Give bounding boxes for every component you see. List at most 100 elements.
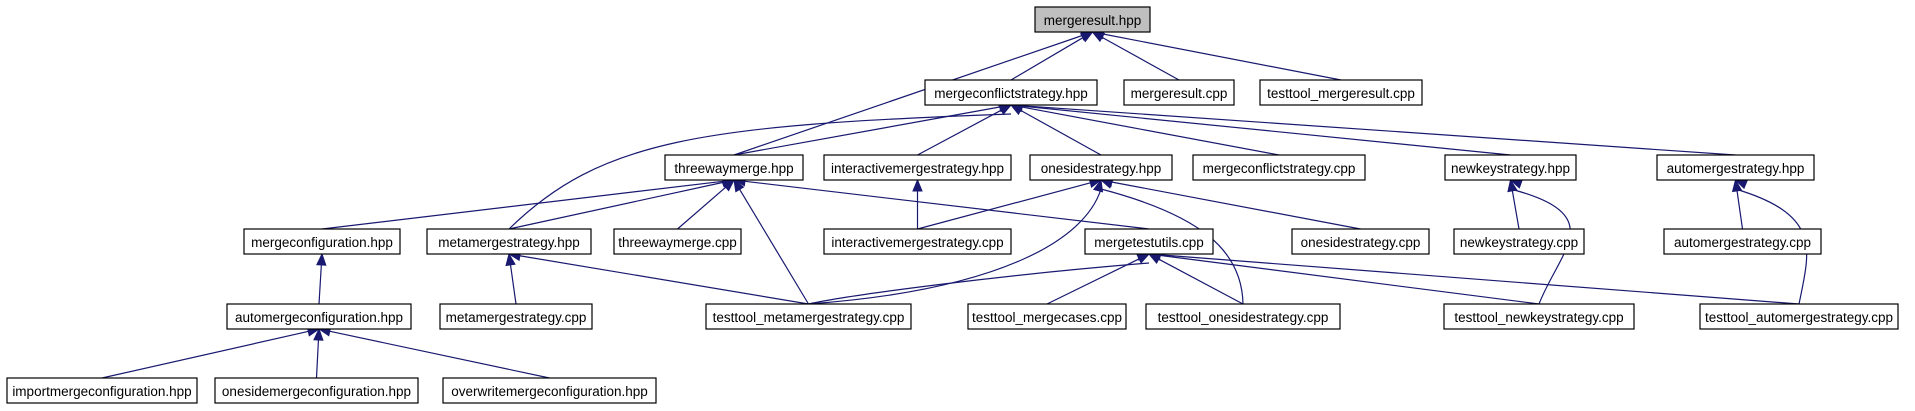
node-mergeconflictstrategy-cpp[interactable]: mergeconflictstrategy.cpp — [1192, 154, 1366, 181]
node-automergeconfiguration-hpp[interactable]: automergeconfiguration.hpp — [226, 303, 412, 330]
node-box[interactable] — [1453, 228, 1585, 255]
edge-n18-to-n10 — [318, 263, 322, 305]
edge-n5-to-n1 — [917, 109, 1003, 156]
arrowhead-n19-to-n11 — [505, 252, 516, 267]
node-testtool-metamergestrategy-cpp[interactable]: testtool_metamergestrategy.cpp — [705, 303, 912, 330]
node-automergestrategy-hpp[interactable]: automergestrategy.hpp — [1656, 154, 1815, 181]
node-label: metamergestrategy.hpp — [438, 235, 580, 250]
node-label: testtool_metamergestrategy.cpp — [713, 310, 905, 325]
node-box[interactable] — [1656, 154, 1815, 181]
node-box[interactable] — [243, 228, 401, 255]
node-box[interactable] — [613, 228, 742, 255]
node-threewaymerge-hpp[interactable]: threewaymerge.hpp — [664, 154, 804, 181]
node-box[interactable] — [6, 377, 198, 404]
node-onesidemergeconfiguration-hpp[interactable]: onesidemergeconfiguration.hpp — [214, 377, 419, 404]
edge-n4-to-n0 — [733, 34, 1084, 156]
node-label: mergeconflictstrategy.cpp — [1203, 161, 1356, 176]
arrowhead-n20-to-n4 — [733, 178, 745, 193]
node-label: mergeconflictstrategy.hpp — [934, 86, 1088, 101]
edge-n15-to-n6 — [1110, 181, 1361, 230]
node-mergeconfiguration-hpp[interactable]: mergeconfiguration.hpp — [243, 228, 401, 255]
node-interactivemergestrategy-cpp[interactable]: interactivemergestrategy.cpp — [823, 228, 1012, 255]
node-label: onesidestrategy.hpp — [1041, 161, 1162, 176]
node-box[interactable] — [1444, 154, 1577, 181]
node-box[interactable] — [1291, 228, 1430, 255]
node-box[interactable] — [214, 377, 419, 404]
node-label: threewaymerge.hpp — [674, 161, 793, 176]
node-mergetestutils-cpp[interactable]: mergetestutils.cpp — [1084, 228, 1214, 255]
node-box[interactable] — [1123, 79, 1235, 106]
node-threewaymerge-cpp[interactable]: threewaymerge.cpp — [613, 228, 742, 255]
node-label: testtool_onesidestrategy.cpp — [1158, 310, 1329, 325]
node-label: newkeystrategy.cpp — [1460, 235, 1578, 250]
edge-n20-to-n11 — [518, 255, 809, 305]
edge-n13-to-n6 — [917, 182, 1092, 230]
node-label: importmergeconfiguration.hpp — [12, 384, 191, 399]
node-box[interactable] — [924, 79, 1098, 106]
node-box[interactable] — [1145, 303, 1341, 330]
node-mergeresult-cpp[interactable]: mergeresult.cpp — [1123, 79, 1235, 106]
node-testtool-automergestrategy-cpp[interactable]: testtool_automergestrategy.cpp — [1699, 303, 1899, 330]
edge-n1-to-n0 — [1010, 36, 1085, 81]
node-newkeystrategy-hpp[interactable]: newkeystrategy.hpp — [1444, 154, 1577, 181]
arrowhead-n20-to-n6 — [1092, 178, 1104, 193]
edge-n12-to-n4 — [677, 186, 727, 230]
edge-n11-to-n1 — [508, 113, 1012, 230]
node-box[interactable] — [442, 377, 657, 404]
node-box[interactable] — [823, 154, 1012, 181]
node-box[interactable] — [1699, 303, 1899, 330]
node-box[interactable] — [664, 154, 804, 181]
node-overwritemergeconfiguration-hpp[interactable]: overwritemergeconfiguration.hpp — [442, 377, 657, 404]
node-box[interactable] — [705, 303, 912, 330]
node-box[interactable] — [1029, 154, 1173, 181]
node-box[interactable] — [439, 303, 593, 330]
node-onesidestrategy-cpp[interactable]: onesidestrategy.cpp — [1291, 228, 1430, 255]
node-onesidestrategy-hpp[interactable]: onesidestrategy.hpp — [1029, 154, 1173, 181]
edge-n11-to-n4 — [508, 181, 725, 230]
node-label: testtool_automergestrategy.cpp — [1705, 310, 1893, 325]
node-label: interactivemergestrategy.hpp — [831, 161, 1004, 176]
edge-n3-to-n0 — [1102, 33, 1342, 81]
arrowhead-n21-to-n14 — [1136, 253, 1151, 264]
node-label: newkeystrategy.hpp — [1451, 161, 1570, 176]
edge-n4-to-n1 — [733, 106, 1002, 156]
node-box[interactable] — [1259, 79, 1423, 106]
node-box[interactable] — [1443, 303, 1635, 330]
node-mergeconflictstrategy-hpp[interactable]: mergeconflictstrategy.hpp — [924, 79, 1098, 106]
node-newkeystrategy-cpp[interactable]: newkeystrategy.cpp — [1453, 228, 1585, 255]
edge-n2-to-n0 — [1100, 36, 1180, 81]
edge-n17-to-n9 — [1736, 189, 1744, 230]
edge-n25-to-n18 — [101, 330, 310, 379]
node-box[interactable] — [1084, 228, 1214, 255]
node-label: mergeresult.hpp — [1044, 13, 1142, 28]
node-testtool-newkeystrategy-cpp[interactable]: testtool_newkeystrategy.cpp — [1443, 303, 1635, 330]
node-testtool-mergeresult-cpp[interactable]: testtool_mergeresult.cpp — [1259, 79, 1423, 106]
node-automergestrategy-cpp[interactable]: automergestrategy.cpp — [1663, 228, 1822, 255]
node-box[interactable] — [967, 303, 1127, 330]
node-box[interactable] — [823, 228, 1012, 255]
node-mergeresult-hpp[interactable]: mergeresult.hpp — [1034, 6, 1151, 33]
node-label: overwritemergeconfiguration.hpp — [451, 384, 648, 399]
node-testtool-onesidestrategy-cpp[interactable]: testtool_onesidestrategy.cpp — [1145, 303, 1341, 330]
node-label: interactivemergestrategy.cpp — [831, 235, 1003, 250]
node-box[interactable] — [426, 228, 592, 255]
node-box[interactable] — [1192, 154, 1366, 181]
node-metamergestrategy-cpp[interactable]: metamergestrategy.cpp — [439, 303, 593, 330]
edge-n9-to-n1 — [1020, 105, 1736, 156]
node-interactivemergestrategy-hpp[interactable]: interactivemergestrategy.hpp — [823, 154, 1012, 181]
node-metamergestrategy-hpp[interactable]: metamergestrategy.hpp — [426, 228, 592, 255]
node-importmergeconfiguration-hpp[interactable]: importmergeconfiguration.hpp — [6, 377, 198, 404]
node-box[interactable] — [1663, 228, 1822, 255]
arrowhead-n17-to-n9 — [1731, 178, 1743, 193]
edge-n6-to-n1 — [1019, 109, 1102, 156]
node-box[interactable] — [1034, 6, 1151, 33]
edge-n26-to-n18 — [315, 338, 320, 379]
edge-n22-to-n14 — [1157, 258, 1244, 305]
node-label: automergestrategy.hpp — [1667, 161, 1805, 176]
node-box[interactable] — [226, 303, 412, 330]
node-testtool-mergecases-cpp[interactable]: testtool_mergecases.cpp — [967, 303, 1127, 330]
arrowhead-n13-to-n5 — [912, 178, 923, 192]
node-label: metamergestrategy.cpp — [446, 310, 587, 325]
nodes-layer: mergeresult.hpp mergeconflictstrategy.hpp… — [6, 6, 1899, 404]
